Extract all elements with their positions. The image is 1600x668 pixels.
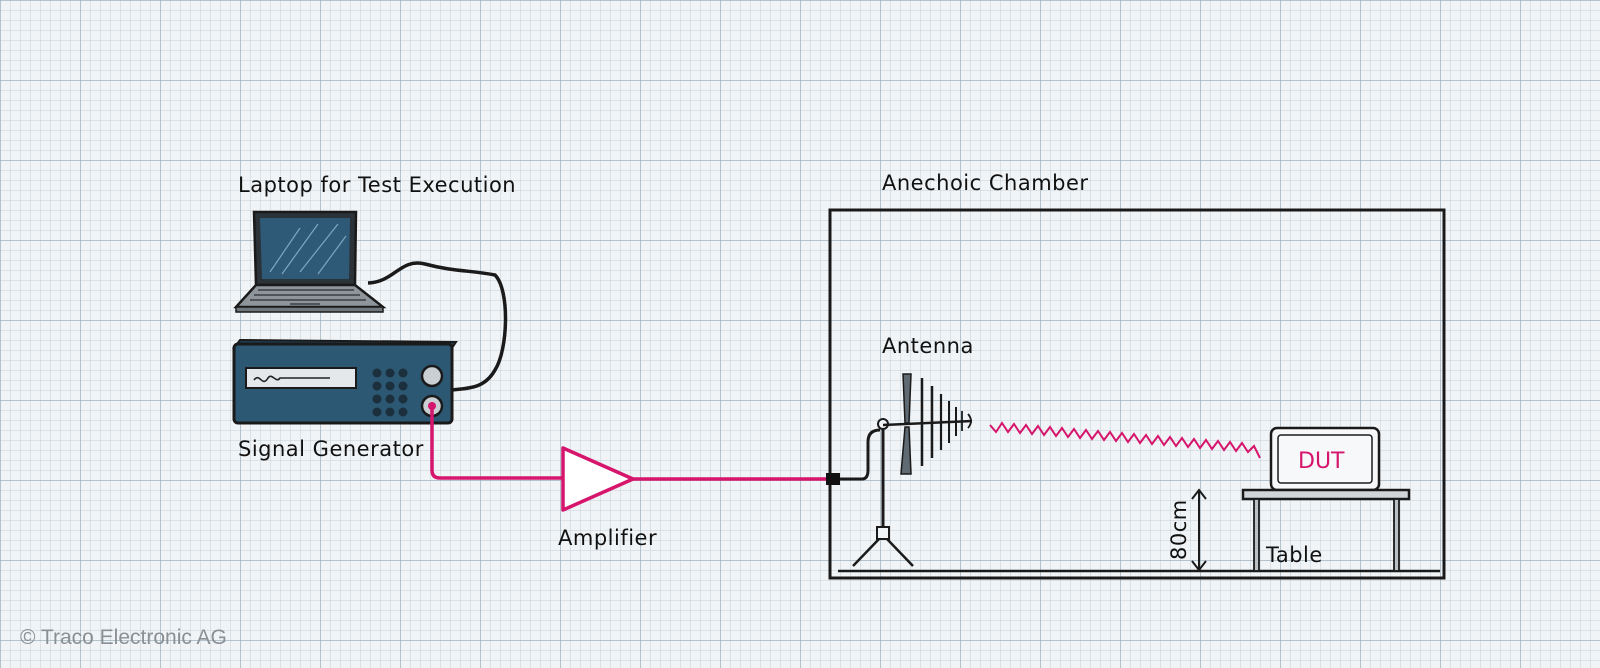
table-icon	[1241, 488, 1411, 572]
rf-wave	[989, 421, 1261, 459]
height-label: 80cm	[1167, 499, 1191, 560]
laptop-label: Laptop for Test Execution	[238, 173, 516, 197]
table-label: Table	[1265, 543, 1323, 567]
antenna-cable	[840, 428, 881, 481]
antenna-label: Antenna	[882, 334, 974, 358]
copyright-notice: © Traco Electronic AG	[20, 626, 227, 649]
signal-generator-icon	[232, 338, 458, 425]
amplifier-label: Amplifier	[558, 526, 657, 550]
amplifier-icon	[561, 446, 635, 512]
feedthrough-connector	[826, 473, 840, 485]
laptop-icon	[233, 210, 387, 313]
antenna-icon	[882, 373, 973, 475]
signal-generator-label: Signal Generator	[238, 437, 424, 461]
dut-label: DUT	[1298, 449, 1345, 474]
chamber-label: Anechoic Chamber	[882, 171, 1089, 195]
height-dimension-arrow	[1191, 488, 1207, 572]
anechoic-chamber	[828, 208, 1446, 580]
laptop-cable	[367, 261, 508, 392]
rf-cable-generator	[430, 408, 563, 480]
